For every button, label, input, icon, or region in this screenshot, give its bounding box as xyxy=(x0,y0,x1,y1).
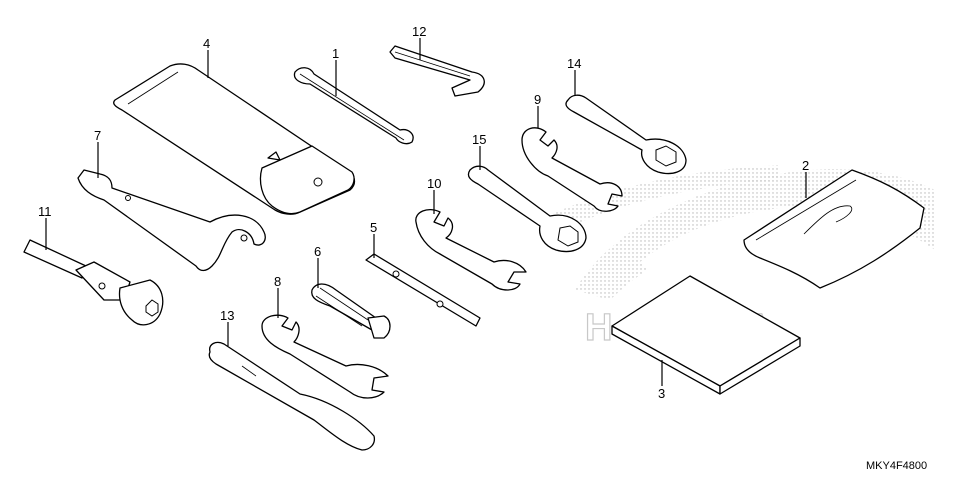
part-3-manual xyxy=(611,275,801,395)
callout-6: 6 xyxy=(314,244,321,259)
callout-14: 14 xyxy=(567,56,581,71)
callout-12: 12 xyxy=(412,24,426,39)
callout-13: 13 xyxy=(220,308,234,323)
callout-7: 7 xyxy=(94,128,101,143)
part-14-box-wrench xyxy=(565,94,687,175)
callout-9: 9 xyxy=(534,92,541,107)
callout-labels: 4 1 12 7 11 6 5 15 10 14 9 8 13 2 3 xyxy=(38,24,809,401)
callout-10: 10 xyxy=(427,176,441,191)
part-5-screwdriver-bit xyxy=(365,253,481,327)
callout-3: 3 xyxy=(658,386,665,401)
part-6-screwdriver-handle xyxy=(311,283,391,339)
callout-1: 1 xyxy=(332,46,339,61)
part-4-tool-bag xyxy=(113,63,356,215)
part-1-pin-tool xyxy=(293,67,414,145)
part-10-open-end-wrench xyxy=(415,208,527,291)
part-8-open-end-wrench xyxy=(261,314,389,399)
diagram-code: MKY4F4800 xyxy=(866,460,927,472)
callout-4: 4 xyxy=(203,36,210,51)
part-7-spanner xyxy=(77,169,266,272)
part-15-box-wrench xyxy=(467,165,587,253)
part-9-open-end-wrench xyxy=(521,127,623,212)
callout-15: 15 xyxy=(472,132,486,147)
part-13-tire-lever xyxy=(208,341,376,451)
callout-2: 2 xyxy=(802,158,809,173)
part-2-document-pouch xyxy=(743,169,925,289)
callout-8: 8 xyxy=(274,274,281,289)
part-12-hex-key xyxy=(389,45,485,97)
callout-11: 11 xyxy=(38,204,52,219)
callout-5: 5 xyxy=(370,220,377,235)
part-11-socket-wrench xyxy=(23,239,164,326)
leader-lines xyxy=(45,38,807,386)
